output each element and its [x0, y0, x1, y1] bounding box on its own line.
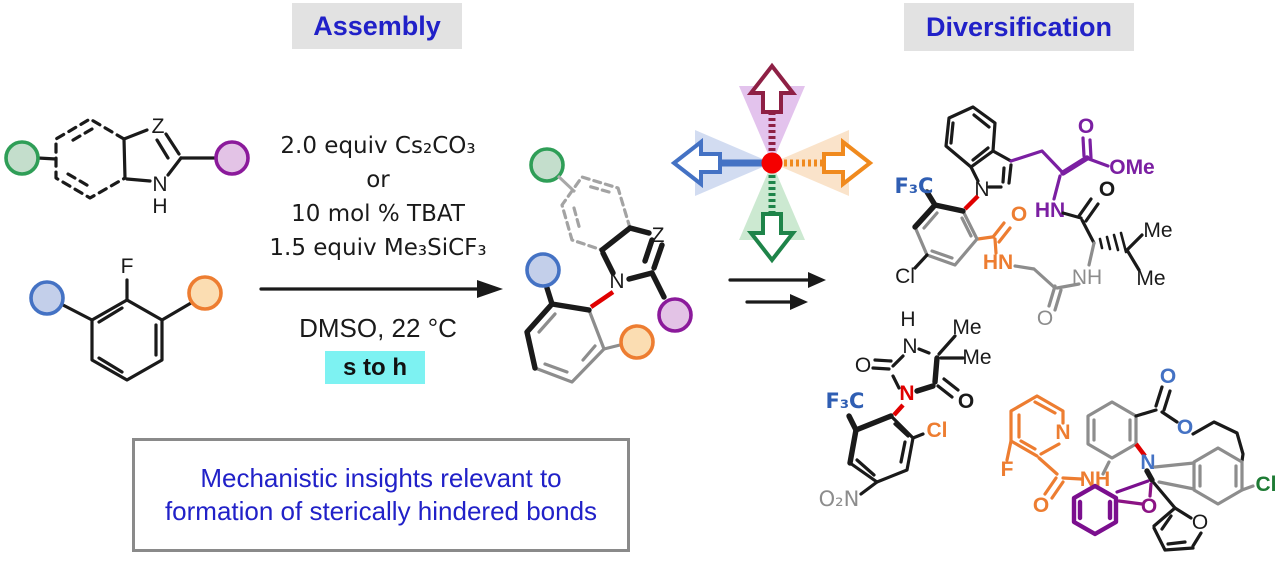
multistep-arrows-icon [728, 272, 826, 310]
reaction-conditions: 2.0 equiv Cs₂CO₃ or 10 mol % TBAT 1.5 eq… [246, 129, 510, 265]
substituent-circle-green [4, 140, 40, 176]
substituent-circle-blue [525, 252, 561, 288]
fluorine-label: F [121, 255, 134, 278]
compass-arrow-left [670, 137, 722, 189]
product-z-label: Z [652, 224, 665, 247]
hn-aryl-amide-label: HN [983, 251, 1013, 274]
fluoropyridine-ring-orange [1005, 394, 1083, 500]
compass-center-dot [761, 152, 783, 174]
diversification-compass-icon [670, 62, 874, 264]
reactant-fluoroarene-structure: F [29, 255, 223, 382]
reaction-time-highlight: s to h [325, 351, 425, 384]
new-cn-bond-red [892, 403, 905, 417]
insight-line-1: Mechanistic insights relevant to [200, 463, 562, 493]
substituent-circle-green [529, 147, 565, 183]
azole-ring [122, 128, 183, 183]
azole-z-label: Z [152, 115, 165, 138]
hydantoin-ring [871, 334, 965, 399]
hydantoin-o4-label: O [958, 390, 974, 413]
assembly-section-label: Assembly [292, 3, 462, 49]
new-cn-bond-red [589, 290, 615, 309]
substituent-circle-orange [187, 275, 223, 311]
cl-label: Cl [1256, 473, 1277, 496]
glycine-linker-gray [1013, 241, 1096, 312]
azole-optional-benzo-ring [54, 117, 127, 200]
me-label-1: Me [1143, 219, 1172, 242]
reactant-azole-structure: Z N H [4, 115, 250, 218]
core-n-label: N [1140, 451, 1155, 474]
substituent-circle-orange [619, 324, 655, 360]
hydantoin-n1-label: N [902, 335, 917, 358]
benzoxazole-unit [1071, 468, 1155, 537]
azole-h-label: H [152, 195, 167, 218]
cl-label: Cl [895, 265, 915, 288]
fluorine-label: F [1001, 458, 1014, 481]
aryl-amide-orange [976, 221, 1012, 255]
reaction-arrow-icon [259, 280, 503, 298]
furan-o-label: O [1192, 511, 1208, 534]
lactone-ester-chain [1154, 385, 1245, 463]
me-label-1: Me [952, 316, 981, 339]
aryl-amide-o-label: O [1011, 203, 1027, 226]
compass-arrow-right [822, 137, 874, 189]
diversification-section-label: Diversification [904, 3, 1134, 51]
hydantoin-o2-label: O [855, 354, 871, 377]
indole-n-label: N [974, 178, 989, 201]
mechanistic-insight-box: Mechanistic insights relevant to formati… [132, 438, 630, 552]
amino-ester-chain-purple [1009, 136, 1110, 201]
central-aryl-ring [1086, 400, 1158, 460]
amide-o-label: O [1033, 494, 1049, 517]
ester-carbonyl-o-label: O [1160, 365, 1176, 388]
bond-purple-substituent [649, 270, 667, 300]
conditions-line-3: 10 mol % TBAT [291, 201, 465, 227]
compass-arrow-up [746, 62, 798, 114]
product-n-label: N [609, 270, 624, 293]
substituent-circle-blue [29, 280, 65, 316]
substituent-circle-purple [657, 297, 693, 333]
ome-label: OMe [1109, 156, 1155, 179]
valine-amide-black [1061, 197, 1144, 272]
valine-amide-o-label: O [1099, 178, 1115, 201]
glycine-o-label: O [1037, 307, 1053, 330]
substituent-circle-purple [214, 140, 250, 176]
furan-ring [1152, 481, 1203, 552]
nitroaryl-ring [846, 413, 925, 496]
chloroaryl-ring-gray [1153, 446, 1255, 506]
fluoroarene-ring [61, 278, 193, 382]
product-core-structure: Z N [524, 147, 693, 384]
hydantoin-h-label: H [900, 308, 915, 331]
me-label-2: Me [962, 346, 991, 369]
nh-valine-label: NH [1072, 266, 1102, 289]
product-peptide-macrocycle-structure: N O OMe HN O Me Me NH O HN O [895, 105, 1173, 330]
me-label-2: Me [1136, 267, 1165, 290]
conditions-line-1: 2.0 equiv Cs₂CO₃ [280, 133, 476, 159]
pyridine-n-label: N [1055, 421, 1070, 444]
product-hydantoin-structure: H N O O Me Me N Cl F₃C O₂N [819, 308, 992, 511]
insight-line-2: formation of sterically hindered bonds [164, 496, 598, 526]
product-macrolactone-structure: N F O NH N O O Cl O [1001, 365, 1277, 552]
product-aryl-ring [524, 285, 622, 384]
cf3-aryl-ring [912, 189, 979, 270]
nitro-label: O₂N [819, 487, 860, 511]
compass-arrow-down [746, 212, 798, 264]
product-azole-ring [599, 225, 665, 282]
indole-ring [944, 105, 1013, 189]
bond-green-substituent [36, 156, 58, 161]
new-cn-bond-red [963, 194, 980, 211]
nh-aryl-bond [1101, 460, 1111, 476]
hn-ester-label: HN [1035, 199, 1065, 222]
azole-n-label: N [152, 173, 167, 196]
new-cn-bond-red [1134, 442, 1147, 458]
oxazole-o-label: O [1141, 495, 1157, 518]
cf3-label: F₃C [826, 389, 865, 413]
product-optional-benzo-ring [560, 175, 632, 252]
ester-o-label: O [1177, 416, 1193, 439]
cf3-label: F₃C [895, 174, 934, 198]
ester-carbonyl-o-label: O [1078, 115, 1094, 138]
hydantoin-n3-label-red: N [899, 382, 914, 405]
conditions-line-4: 1.5 equiv Me₃SiCF₃ [269, 235, 487, 261]
cl-label: Cl [927, 419, 948, 442]
solvent-temperature: DMSO, 22 °C [299, 313, 457, 343]
conditions-line-2: or [366, 167, 390, 193]
